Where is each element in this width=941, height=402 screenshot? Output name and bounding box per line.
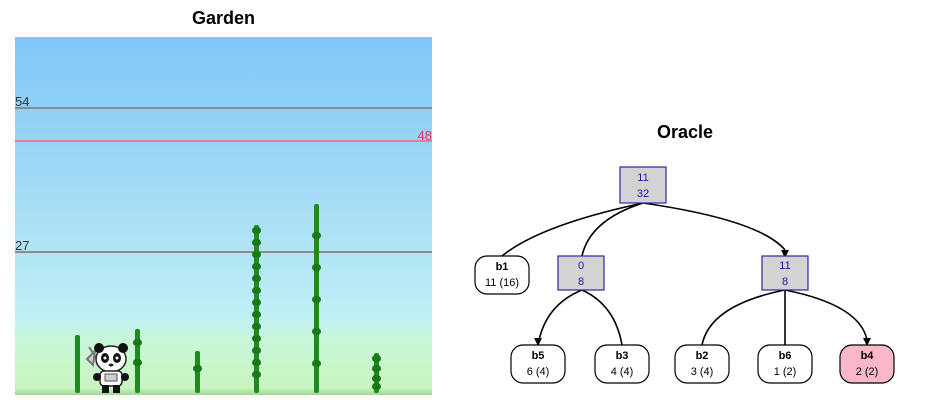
leaf-b5-node[interactable] bbox=[510, 344, 566, 384]
edge-left-b3 bbox=[581, 289, 623, 346]
arrow-right-icon bbox=[781, 250, 789, 258]
oracle-inner-left-node[interactable] bbox=[557, 255, 605, 291]
leaf-b1-value: 11 (16) bbox=[485, 277, 519, 289]
leaf-b3-value: 4 (4) bbox=[611, 366, 634, 378]
leaf-b6-node[interactable] bbox=[757, 344, 813, 384]
leaf-b1-name: b1 bbox=[496, 261, 509, 273]
leaf-b4-name: b4 bbox=[861, 350, 875, 362]
bamboo-stalk-5[interactable] bbox=[312, 204, 321, 393]
garden-title: Garden bbox=[191, 8, 256, 28]
leaf-b2-name: b2 bbox=[696, 350, 709, 362]
leaf-b3-name: b3 bbox=[616, 350, 629, 362]
arrow-b5-icon bbox=[534, 338, 542, 346]
oracle-inner-left-top: 0 bbox=[578, 260, 584, 272]
leaf-b6-name: b6 bbox=[779, 350, 792, 362]
leaf-b1-node[interactable] bbox=[474, 255, 530, 295]
oracle-inner-right-node[interactable] bbox=[761, 255, 809, 291]
edge-root-left bbox=[581, 202, 644, 257]
edge-root-right bbox=[642, 202, 786, 251]
oracle-root-bottom: 32 bbox=[637, 188, 649, 200]
leaf-b5-value: 6 (4) bbox=[527, 366, 550, 378]
oracle-inner-right-bottom: 8 bbox=[782, 276, 788, 288]
target-label-48: 48 bbox=[417, 128, 432, 143]
edge-right-b4 bbox=[784, 289, 868, 341]
edge-left-b5 bbox=[537, 289, 583, 346]
oracle-inner-right-top: 11 bbox=[779, 260, 790, 272]
oracle-inner-left-bottom: 8 bbox=[578, 276, 584, 288]
bamboo-stalk-6[interactable] bbox=[372, 353, 381, 393]
leaf-b5-name: b5 bbox=[532, 350, 545, 362]
panda-gardener-icon bbox=[85, 343, 129, 393]
threshold-line-54 bbox=[15, 107, 432, 109]
leaf-b2-node[interactable] bbox=[674, 344, 730, 384]
bamboo-stalk-4[interactable] bbox=[252, 225, 261, 393]
bamboo-stalk-3[interactable] bbox=[193, 351, 202, 393]
oracle-root-node[interactable] bbox=[619, 166, 667, 204]
oracle-title: Oracle bbox=[656, 122, 714, 142]
bamboo-stalk-1[interactable] bbox=[75, 335, 80, 393]
leaf-b4-value: 2 (2) bbox=[856, 366, 879, 378]
threshold-line-27 bbox=[15, 251, 432, 253]
target-line-48 bbox=[15, 140, 432, 142]
edge-root-b1 bbox=[501, 202, 644, 257]
garden-canvas[interactable]: 54 48 27 bbox=[15, 37, 432, 395]
threshold-label-27: 27 bbox=[15, 238, 30, 253]
leaf-b3-node[interactable] bbox=[594, 344, 650, 384]
leaf-b6-value: 1 (2) bbox=[774, 366, 797, 378]
oracle-root-top: 11 bbox=[637, 172, 648, 184]
arrow-b4-icon bbox=[863, 338, 871, 346]
edge-right-b2 bbox=[701, 289, 786, 346]
threshold-label-54: 54 bbox=[15, 94, 30, 109]
leaf-b2-value: 3 (4) bbox=[691, 366, 714, 378]
leaf-b4-node[interactable] bbox=[839, 344, 895, 384]
bamboo-stalk-2[interactable] bbox=[133, 329, 142, 393]
